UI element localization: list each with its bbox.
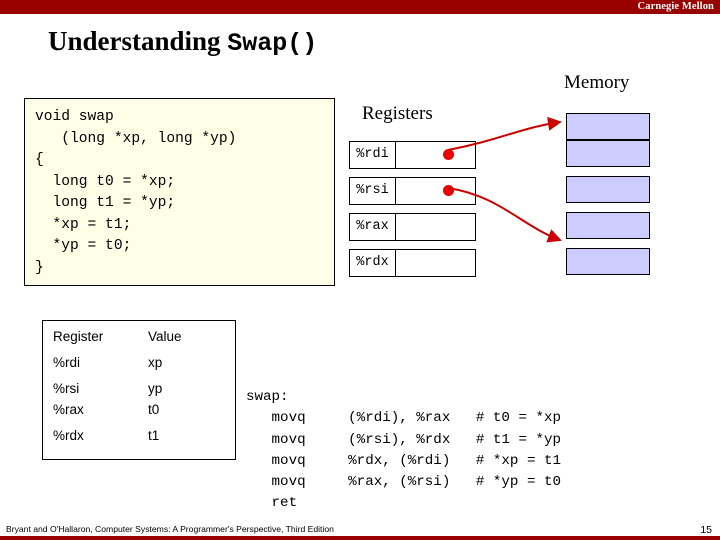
register-row-rax: %rax	[349, 213, 477, 241]
page-title-mono: Swap()	[227, 29, 318, 58]
footer-citation: Bryant and O'Hallaron, Computer Systems:…	[6, 524, 334, 534]
register-name-rdx: %rdx	[349, 249, 396, 277]
register-value-rsi	[395, 177, 476, 205]
table-row-1-value: yp	[148, 381, 163, 396]
register-mapping-table: Register Value %rdi xp %rsi yp %rax t0 %…	[42, 320, 236, 460]
registers-label: Registers	[362, 103, 433, 124]
memory-cell-4	[566, 248, 650, 275]
register-name-rax: %rax	[349, 213, 396, 241]
pointer-dot-rsi	[443, 185, 454, 196]
table-row-3-value: t1	[148, 428, 160, 443]
register-name-rsi: %rsi	[349, 177, 396, 205]
register-row-rsi: %rsi	[349, 177, 477, 205]
table-row-3-register: %rdx	[53, 428, 84, 443]
memory-cell-0	[566, 113, 650, 140]
page-number: 15	[700, 524, 712, 536]
register-value-rax	[395, 213, 476, 241]
memory-label: Memory	[564, 72, 630, 93]
c-code-box: void swap (long *xp, long *yp) { long t0…	[24, 98, 335, 286]
register-row-rdx: %rdx	[349, 249, 477, 277]
table-header-value: Value	[148, 329, 182, 344]
memory-cell-2	[566, 176, 650, 203]
top-accent-bar	[0, 0, 720, 14]
c-code-text: void swap (long *xp, long *yp) { long t0…	[35, 109, 237, 276]
table-header-register: Register	[53, 329, 104, 344]
page-title: Understanding Swap()	[48, 26, 317, 58]
table-row-0-value: xp	[148, 355, 163, 370]
table-row-2-value: t0	[148, 402, 160, 417]
register-name-rdi: %rdi	[349, 141, 396, 169]
register-value-rdi	[395, 141, 476, 169]
table-row-0-register: %rdi	[53, 355, 81, 370]
page-title-text: Understanding	[48, 26, 228, 56]
table-row-2-register: %rax	[53, 402, 84, 417]
memory-cell-1	[566, 140, 650, 167]
memory-cell-3	[566, 212, 650, 239]
register-value-rdx	[395, 249, 476, 277]
brand-label: Carnegie Mellon	[637, 1, 714, 12]
register-row-rdi: %rdi	[349, 141, 477, 169]
bottom-accent-bar	[0, 536, 720, 540]
assembly-code: swap: movq (%rdi), %rax # t0 = *xp movq …	[246, 389, 562, 512]
table-row-1-register: %rsi	[53, 381, 80, 396]
pointer-dot-rdi	[443, 149, 454, 160]
